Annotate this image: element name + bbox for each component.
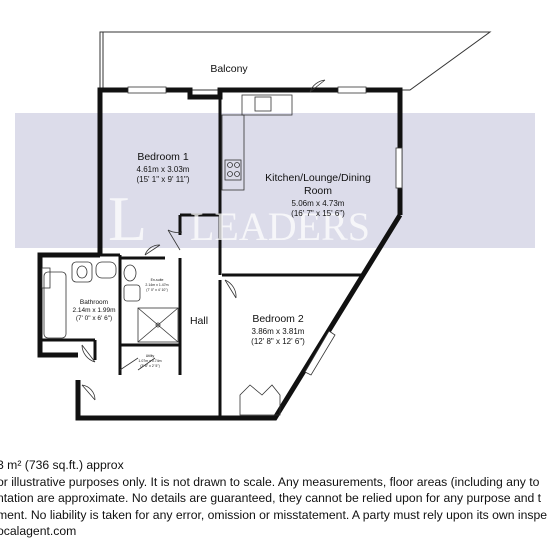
disclaimer-line-1: or illustrative purposes only. It is not… (0, 474, 540, 489)
floor-plan: L LEADERS Balcony Bedroom 1 4.61m x 3.03… (15, 31, 535, 421)
kitchen-label-1: Kitchen/Lounge/Dining (265, 172, 371, 184)
ensuite-dim-ft: (7' 0" x 4' 10") (146, 288, 168, 292)
utility-dim-ft: (3' 6" x 2' 5") (140, 364, 160, 368)
disclaimer-line-2: ntation are approximate. No details are … (0, 491, 542, 505)
balcony-label: Balcony (210, 63, 248, 75)
windows (41, 86, 403, 376)
bedroom1-label: Bedroom 1 (137, 151, 189, 163)
kitchen-label-2: Room (304, 185, 332, 197)
utility-label: Utility (146, 354, 155, 358)
bedroom1-dim-ft: (15' 1" x 9' 11") (136, 175, 189, 184)
balcony-outline (99, 31, 492, 91)
exterior-walls (37, 87, 403, 421)
bedroom2-dim-m: 3.86m x 3.81m (252, 327, 305, 336)
bathroom-label: Bathroom (80, 299, 108, 306)
disclaimer-line-3: ment. No liability is taken for any erro… (0, 507, 548, 522)
bathroom-dim-m: 2.14m x 1.99m (73, 307, 116, 314)
interior-walls (40, 97, 362, 418)
watermark-text: LEADERS (190, 204, 370, 249)
ensuite-dim-m: 2.14m x 1.47m (145, 283, 168, 287)
doors (81, 79, 326, 416)
bathroom-dim-ft: (7' 0" x 6' 6") (76, 315, 112, 322)
hall-label: Hall (190, 315, 208, 327)
bathroom-fixtures (43, 261, 179, 343)
bedroom2-label: Bedroom 2 (252, 313, 304, 325)
kitchen-units (221, 94, 293, 191)
floor-area-text: 3 m² (736 sq.ft.) approx (0, 458, 124, 472)
utility-dim-m: 1.07m x 0.74m (138, 359, 161, 363)
agent-website: ocalagent.com (0, 524, 77, 538)
watermark-letter: L (108, 183, 147, 254)
ensuite-label: En-suite (151, 278, 164, 282)
bedroom2-dim-ft: (12' 8" x 12' 6") (251, 337, 305, 346)
disclaimer-footer: 3 m² (736 sq.ft.) approx or illustrative… (0, 457, 550, 540)
kitchen-dim-ft: (16' 7" x 15' 6") (291, 209, 345, 218)
bedroom1-dim-m: 4.61m x 3.03m (137, 165, 190, 174)
kitchen-dim-m: 5.06m x 4.73m (292, 199, 345, 208)
